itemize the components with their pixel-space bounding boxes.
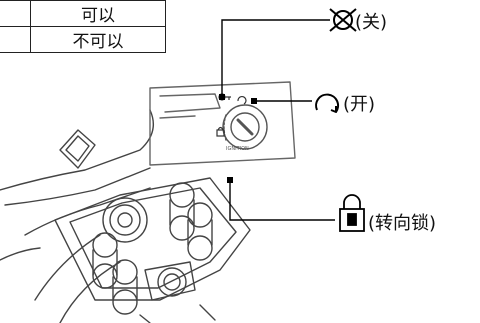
side-panel xyxy=(59,129,96,169)
ignition-cylinder xyxy=(222,104,268,150)
on-label: (开) xyxy=(343,94,376,115)
off-x-circle-icon xyxy=(329,8,357,32)
lock-leader-line xyxy=(229,180,335,221)
panel-lock-icon xyxy=(216,126,225,137)
on-circular-arrow-icon xyxy=(315,93,339,113)
permission-table: 可以 不可以 xyxy=(0,0,166,53)
handlebar-clamp xyxy=(54,177,251,323)
table-row: 可以 xyxy=(0,0,166,27)
table-cell xyxy=(0,26,31,53)
table-cell: 可以 xyxy=(30,0,166,27)
padlock-icon xyxy=(339,194,365,232)
off-label: (关) xyxy=(355,12,388,33)
steering-lock-label: (转向锁) xyxy=(368,213,437,234)
panel-on-icon xyxy=(237,95,247,105)
table-row: 不可以 xyxy=(0,26,166,53)
ignition-panel xyxy=(149,81,296,166)
off-leader-line xyxy=(221,19,330,97)
leader-lines xyxy=(221,19,335,221)
table-cell: 不可以 xyxy=(30,26,166,53)
ignition-text: IGNITION xyxy=(226,146,249,152)
